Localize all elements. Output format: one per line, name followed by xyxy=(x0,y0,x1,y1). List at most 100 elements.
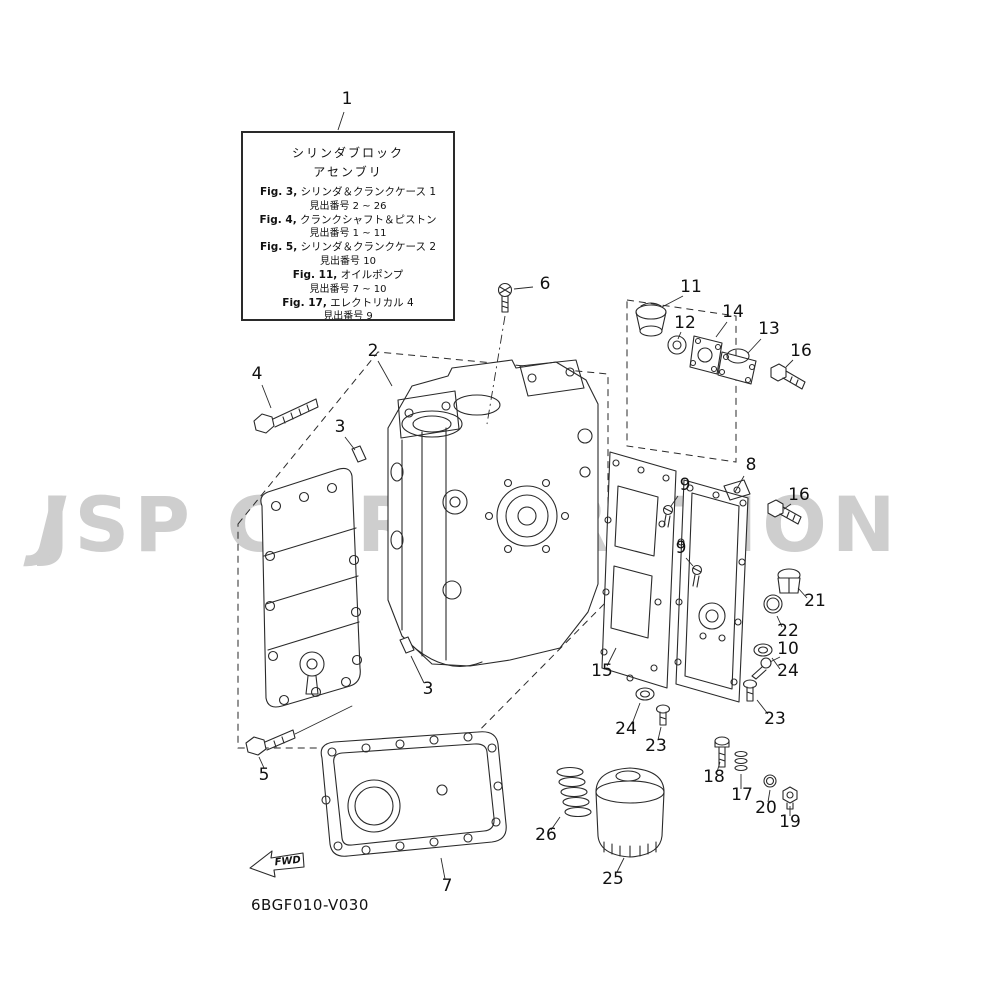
callout-9: 9 xyxy=(680,475,691,495)
fig-ref: 見出番号 2 ~ 26 xyxy=(309,200,387,212)
info-box-title: シリンダブロック アセンブリ xyxy=(243,144,453,181)
callout-17: 17 xyxy=(731,785,753,805)
callout-leader-10 xyxy=(769,656,781,663)
bolt-23-right xyxy=(742,679,758,702)
fig-text: オイルポンプ xyxy=(340,269,404,282)
fig-reference: Fig. 11, オイルポンプ 見出番号 7 ~ 10 xyxy=(243,269,453,296)
callout-leader-18 xyxy=(716,761,721,773)
callout-14: 14 xyxy=(722,302,744,322)
spring-17 xyxy=(734,750,748,772)
callout-4: 4 xyxy=(252,364,263,384)
thermostat-assembly xyxy=(635,302,757,385)
fig-ref: 見出番号 1 ~ 11 xyxy=(309,228,387,240)
callout-leader-5 xyxy=(258,756,265,769)
callout-leader-20 xyxy=(767,789,771,803)
washer-24-left xyxy=(635,687,655,701)
callout-5: 5 xyxy=(259,765,270,785)
callout-leader-11 xyxy=(661,295,684,308)
callout-leader-25 xyxy=(616,857,625,873)
callout-leader-1 xyxy=(337,111,345,131)
cylinder-block xyxy=(387,359,599,667)
fig-text: シリンダ＆クランクケース 1 xyxy=(300,186,437,199)
callout-leader-14 xyxy=(715,321,728,338)
fig-text: シリンダ＆クランクケース 2 xyxy=(300,241,437,254)
callout-3: 3 xyxy=(423,679,434,699)
callout-leader-6 xyxy=(513,286,534,290)
callout-leader-3 xyxy=(344,436,356,451)
callout-1: 1 xyxy=(342,89,353,109)
callout-leader-16 xyxy=(785,359,794,368)
callout-leader-2 xyxy=(377,360,393,387)
plug-19 xyxy=(782,786,798,810)
callout-leader-26 xyxy=(550,816,561,831)
callout-leader-21 xyxy=(797,587,808,599)
callout-19: 19 xyxy=(779,812,801,832)
fig-ref: 見出番号 9 xyxy=(323,311,373,321)
callout-leader-7 xyxy=(440,857,446,880)
callout-leader-22 xyxy=(776,615,783,628)
callout-23: 23 xyxy=(645,736,667,756)
diagram-code: 6BGF010-V030 xyxy=(251,896,369,914)
callout-8: 8 xyxy=(746,455,757,475)
callout-11: 11 xyxy=(680,277,702,297)
fig-label: Fig. 11, xyxy=(292,269,338,282)
bolt-6 xyxy=(497,282,513,313)
fig-reference: Fig. 3, シリンダ＆クランクケース 1 見出番号 2 ~ 26 xyxy=(243,186,453,213)
bolt-10 xyxy=(751,657,772,680)
callout-leader-9 xyxy=(685,557,694,567)
o-ring-20 xyxy=(763,774,777,788)
assembly-info-box: シリンダブロック アセンブリ Fig. 3, シリンダ＆クランクケース 1 見出… xyxy=(241,131,455,321)
callout-18: 18 xyxy=(703,767,725,787)
bolt-18 xyxy=(714,736,730,768)
callout-leader-3 xyxy=(410,655,425,684)
callout-21: 21 xyxy=(804,591,826,611)
bolt-5 xyxy=(245,705,353,756)
callout-leader-23 xyxy=(756,699,769,715)
callout-26: 26 xyxy=(535,825,557,845)
callout-leader-16 xyxy=(783,503,792,510)
fig-label: Fig. 3, xyxy=(259,186,298,199)
o-ring-22 xyxy=(763,594,783,614)
fig-reference: Fig. 4, クランクシャフト＆ピストン 見出番号 1 ~ 11 xyxy=(243,214,453,241)
callout-leader-13 xyxy=(747,338,762,354)
washer-24-right xyxy=(753,643,773,657)
info-title-line2: アセンブリ xyxy=(313,164,383,179)
fwd-arrow-label: FWD xyxy=(274,855,301,869)
callout-12: 12 xyxy=(674,313,696,333)
callout-7: 7 xyxy=(442,876,453,896)
callout-22: 22 xyxy=(777,621,799,641)
callout-6: 6 xyxy=(540,274,551,294)
callout-16: 16 xyxy=(788,485,810,505)
fig-ref: 見出番号 10 xyxy=(320,256,376,268)
fwd-arrow-icon: FWD xyxy=(249,850,305,878)
fig-label: Fig. 5, xyxy=(259,241,298,254)
fig-label: Fig. 4, xyxy=(259,213,297,226)
callout-leader-12 xyxy=(677,331,682,340)
callout-24: 24 xyxy=(615,719,637,739)
oil-filter xyxy=(595,767,665,858)
dowel-pin-3-lower xyxy=(399,636,415,654)
callout-leader-23 xyxy=(657,726,662,741)
fig-text: エレクトリカル 4 xyxy=(330,296,414,309)
callout-leader-9 xyxy=(670,495,679,507)
callout-3: 3 xyxy=(335,417,346,437)
bolt-16-upper xyxy=(770,363,806,390)
callout-24: 24 xyxy=(777,661,799,681)
callout-25: 25 xyxy=(602,869,624,889)
exhaust-cover-plate xyxy=(662,479,751,703)
dowel-pin-3-upper xyxy=(351,445,367,463)
info-title-line1: シリンダブロック xyxy=(291,146,404,160)
callout-15: 15 xyxy=(591,661,613,681)
callout-leader-4 xyxy=(261,384,272,409)
cylinder-gasket xyxy=(600,451,677,689)
callout-16: 16 xyxy=(790,341,812,361)
callout-leader-24 xyxy=(771,657,781,670)
callout-2: 2 xyxy=(368,341,379,361)
fig-text: クランクシャフト＆ピストン xyxy=(300,213,437,226)
callout-23: 23 xyxy=(764,709,786,729)
callout-20: 20 xyxy=(755,798,777,818)
callout-9: 9 xyxy=(676,538,687,558)
